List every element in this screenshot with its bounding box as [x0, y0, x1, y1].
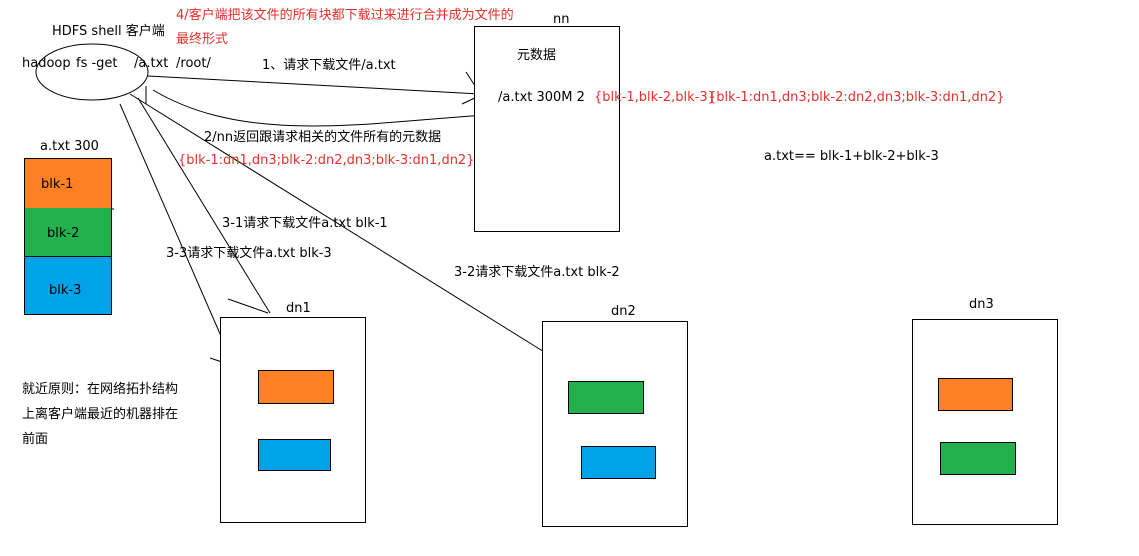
step32-arrow: [129, 93, 587, 379]
step32-label: 3-2请求下载文件a.txt blk-2: [454, 265, 620, 280]
namenode-title: nn: [553, 12, 570, 27]
file-block-2-label: blk-2: [47, 226, 80, 241]
dn2-box: [542, 321, 688, 527]
merge-formula: a.txt== blk-1+blk-2+blk-3: [764, 149, 939, 164]
step31-arrowhead: [227, 298, 269, 314]
note-line1: 就近原则：在网络拓扑结构: [22, 382, 179, 397]
command-target: /root/: [176, 56, 211, 71]
step4-line2: 最终形式: [176, 32, 229, 47]
dn1-blk-3: [258, 439, 331, 471]
namenode-box: [474, 26, 620, 232]
dn1-blk-1: [258, 370, 334, 404]
file-block-3-label: blk-3: [49, 283, 82, 298]
client-label: HDFS shell 客户端: [52, 24, 165, 39]
command-source: /a.txt: [134, 56, 169, 71]
dn3-title: dn3: [969, 297, 994, 312]
step31-arrow: [137, 97, 271, 314]
command-get: fs -get: [76, 56, 118, 71]
step31-label: 3-1请求下载文件a.txt blk-1: [222, 216, 388, 231]
step1-label: 1、请求下载文件/a.txt: [262, 58, 396, 73]
dn2-blk-3: [581, 446, 656, 479]
dn2-title: dn2: [611, 304, 636, 319]
step2-metadata: {blk-1:dn1,dn3;blk-2:dn2,dn3;blk-3:dn1,d…: [178, 153, 475, 168]
dn1-title: dn1: [286, 301, 311, 316]
client-ellipse: [35, 43, 149, 101]
dn3-box: [912, 319, 1058, 525]
step33-arrow: [119, 103, 235, 367]
metadata-entry: /a.txt 300M 2: [498, 90, 585, 105]
note-line3: 前面: [22, 432, 49, 447]
dn3-blk-2: [940, 442, 1016, 475]
step33-label: 3-3请求下载文件a.txt blk-3: [166, 246, 332, 261]
note-line2: 上离客户端最近的机器排在: [22, 407, 179, 422]
step1-arrow: [147, 75, 481, 95]
file-label: a.txt 300: [40, 139, 99, 154]
file-block-1-label: blk-1: [41, 177, 74, 192]
dn1-box: [220, 317, 366, 523]
dn2-blk-2: [568, 381, 644, 414]
file-block-2: blk-2: [24, 208, 112, 257]
file-block-1: blk-1: [24, 158, 112, 209]
step4-line1: 4/客户端把该文件的所有块都下载过来进行合并成为文件的: [176, 8, 514, 23]
step2-label: 2/nn返回跟请求相关的文件所有的元数据: [204, 130, 442, 145]
metadata-blocks: {blk-1,blk-2,blk-3}: [594, 90, 716, 105]
dn3-blk-1: [938, 378, 1013, 411]
file-block-3: blk-3: [24, 257, 112, 315]
command-hadoop: hadoop: [22, 56, 71, 71]
step2-arrow: [152, 89, 504, 127]
metadata-locations: {blk-1:dn1,dn3;blk-2:dn2,dn3;blk-3:dn1,d…: [708, 90, 1005, 105]
metadata-title: 元数据: [517, 48, 557, 63]
